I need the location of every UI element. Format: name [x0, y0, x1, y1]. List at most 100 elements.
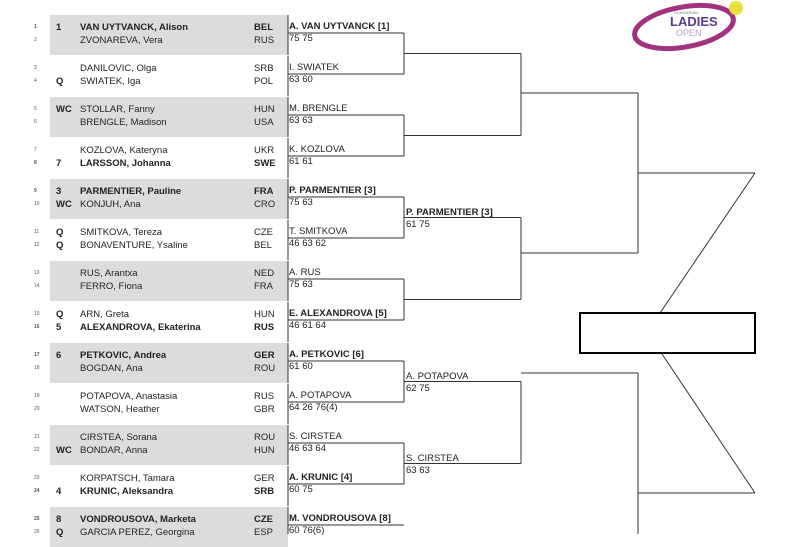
- player-name[interactable]: STOLLAR, Fanny: [80, 104, 155, 115]
- draw-position: 4: [34, 78, 37, 84]
- player-name[interactable]: ARN, Greta: [80, 309, 130, 320]
- seed-label: 5: [56, 322, 62, 333]
- nationality: BEL: [254, 22, 273, 33]
- match-score: 61 61: [289, 156, 313, 167]
- draw-position: 19: [34, 393, 40, 399]
- player-name[interactable]: LARSSON, Johanna: [80, 158, 171, 169]
- seed-label: WC: [56, 199, 72, 210]
- player-name[interactable]: POTAPOVA, Anastasia: [80, 391, 178, 402]
- winner-name[interactable]: M. VONDROUSOVA [8]: [289, 513, 391, 524]
- winner-name[interactable]: T. SMITKOVA: [289, 226, 348, 237]
- player-name[interactable]: RUS, Arantxa: [80, 268, 138, 279]
- logo-sub-text: OPEN: [676, 28, 702, 38]
- seed-label: 8: [56, 514, 62, 525]
- player-name[interactable]: BRENGLE, Madison: [80, 117, 167, 128]
- winner-name[interactable]: A. RUS: [289, 267, 321, 278]
- player-name[interactable]: VAN UYTVANCK, Alison: [80, 22, 189, 33]
- player-name[interactable]: SMITKOVA, Tereza: [80, 227, 163, 238]
- match-winner: A. KRUNIC [4]60 75: [289, 472, 352, 496]
- match-score: 61 75: [406, 218, 430, 230]
- winner-name[interactable]: A. POTAPOVA: [406, 370, 469, 382]
- winner-name[interactable]: A. PETKOVIC [6]: [289, 349, 364, 360]
- seed-label: Q: [56, 227, 64, 238]
- winner-name[interactable]: K. KOZLOVA: [289, 144, 345, 155]
- nationality: CRO: [254, 199, 276, 210]
- match-band: [50, 15, 288, 55]
- match-score: 46 63 62: [289, 238, 326, 249]
- player-name[interactable]: VONDROUSOVA, Marketa: [80, 514, 196, 525]
- seed-label: Q: [56, 76, 64, 87]
- match-score: 60 75: [289, 484, 313, 495]
- match-score: 63 63: [289, 115, 313, 126]
- player-row: 4 Q SWIATEK, Iga POL: [0, 75, 300, 88]
- winner-name[interactable]: P. PARMENTIER [3]: [406, 206, 493, 218]
- match-score: 64 26 76(4): [289, 402, 338, 413]
- draw-position: 22: [34, 447, 40, 453]
- match-score: 61 60: [289, 361, 313, 372]
- draw-position: 2: [34, 37, 37, 43]
- player-name[interactable]: CIRSTEA, Sorana: [80, 432, 158, 443]
- player-name[interactable]: GARCIA PEREZ, Georgina: [80, 527, 195, 538]
- nationality: NED: [254, 268, 275, 279]
- seed-label: Q: [56, 309, 64, 320]
- player-name[interactable]: PETKOVIC, Andrea: [80, 350, 167, 361]
- draw-position: 16: [34, 324, 40, 330]
- player-name[interactable]: PARMENTIER, Pauline: [80, 186, 182, 197]
- winner-name[interactable]: E. ALEXANDROVA [5]: [289, 308, 387, 319]
- player-name[interactable]: DANILOVIC, Olga: [80, 63, 157, 74]
- winner-name[interactable]: I. SWIATEK: [289, 62, 339, 73]
- winner-name[interactable]: P. PARMENTIER [3]: [289, 185, 376, 196]
- nationality: SRB: [254, 63, 274, 74]
- player-name[interactable]: ZVONAREVA, Vera: [80, 35, 163, 46]
- player-name[interactable]: KRUNIC, Aleksandra: [80, 486, 174, 497]
- player-name[interactable]: KORPATSCH, Tamara: [80, 473, 175, 484]
- nationality: SWE: [254, 158, 276, 169]
- player-row: 19 POTAPOVA, Anastasia RUS: [0, 390, 300, 403]
- player-name[interactable]: ALEXANDROVA, Ekaterina: [80, 322, 201, 333]
- player-name[interactable]: BOGDAN, Ana: [80, 363, 143, 374]
- nationality: SRB: [254, 486, 275, 497]
- player-name[interactable]: KOZLOVA, Kateryna: [80, 145, 168, 156]
- winner-name[interactable]: A. VAN UYTVANCK [1]: [289, 21, 390, 32]
- player-row: 3 DANILOVIC, Olga SRB: [0, 62, 300, 75]
- nationality: POL: [254, 76, 274, 87]
- player-name[interactable]: KONJUH, Ana: [80, 199, 141, 210]
- match-band: [50, 179, 288, 219]
- player-name[interactable]: SWIATEK, Iga: [80, 76, 141, 87]
- winner-name[interactable]: M. BRENGLE: [289, 103, 348, 114]
- player-name[interactable]: WATSON, Heather: [80, 404, 160, 415]
- draw-position: 8: [34, 160, 37, 166]
- draw-position: 12: [34, 242, 40, 248]
- match-band: [50, 97, 288, 137]
- seed-label: 1: [56, 22, 62, 33]
- match-score: 62 75: [406, 382, 430, 394]
- winner-name[interactable]: A. POTAPOVA: [289, 390, 352, 401]
- match-band: [50, 343, 288, 383]
- winner-name[interactable]: S. CIRSTEA: [289, 431, 342, 442]
- winner-name[interactable]: A. KRUNIC [4]: [289, 472, 353, 483]
- nationality: HUN: [254, 309, 275, 320]
- player-name[interactable]: FERRO, Fiona: [80, 281, 143, 292]
- draw-position: 7: [34, 147, 37, 153]
- draw-position: 3: [34, 65, 37, 71]
- bracket-line: [661, 353, 756, 494]
- match-band: [50, 261, 288, 301]
- seed-label: Q: [56, 527, 64, 538]
- player-name[interactable]: BONAVENTURE, Ysaline: [80, 240, 188, 251]
- nationality: RUS: [254, 391, 275, 402]
- winner-name[interactable]: S. CIRSTEA: [406, 452, 459, 464]
- player-name[interactable]: BONDAR, Anna: [80, 445, 148, 456]
